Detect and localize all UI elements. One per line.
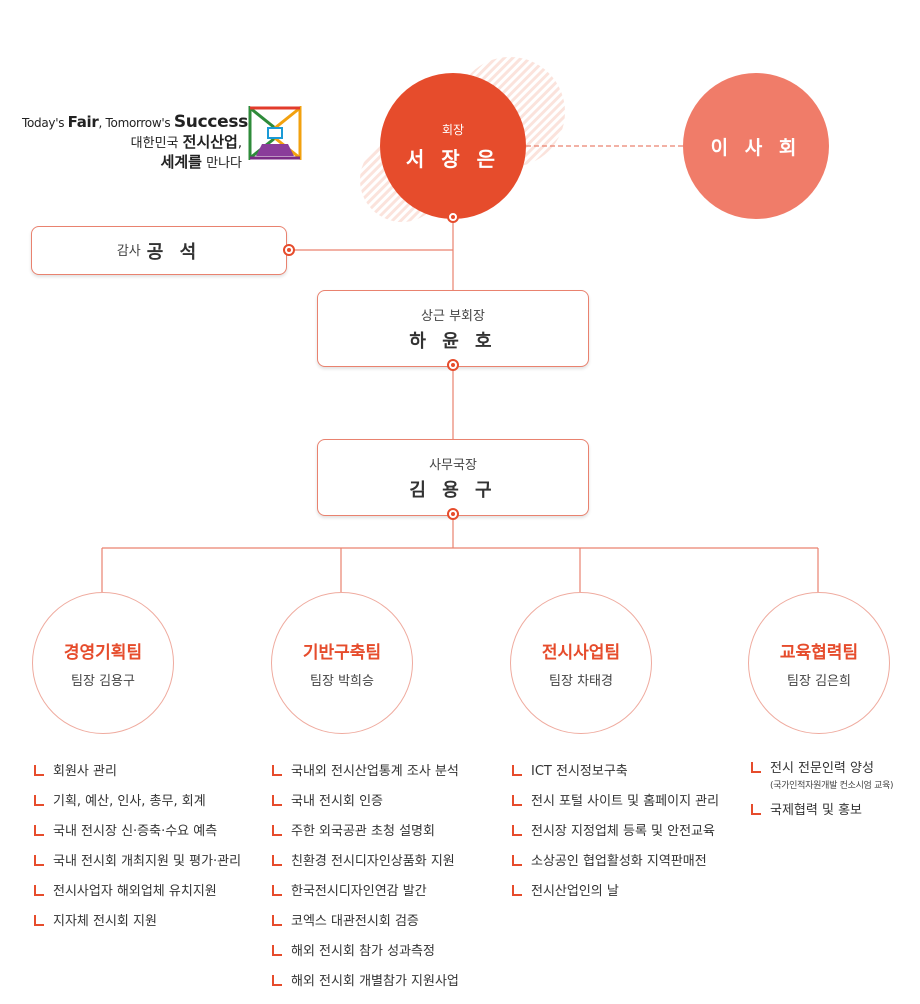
corner-bullet-icon (34, 795, 44, 806)
corner-bullet-icon (512, 825, 522, 836)
chairman-name: 서 장 은 (405, 146, 501, 171)
corner-bullet-icon (751, 762, 761, 773)
duty-item: 소상공인 협업활성화 지역판매전 (512, 854, 719, 884)
duty-item: 국내 전시장 신·증축·수요 예측 (34, 824, 241, 854)
duty-list-exhibition-business: ICT 전시정보구축 전시 포털 사이트 및 홈페이지 관리 전시장 지정업체 … (512, 764, 719, 914)
corner-bullet-icon (512, 855, 522, 866)
secretary-general-role: 사무국장 (429, 457, 477, 473)
team-node-education-cooperation: 교육협력팀 팀장 김은희 (748, 592, 890, 734)
team-leader: 팀장 김은희 (787, 673, 851, 689)
corner-bullet-icon (272, 855, 282, 866)
duty-item: 친환경 전시디자인상품화 지원 (272, 854, 459, 884)
board-node: 이 사 회 (683, 73, 829, 219)
duty-item: 국내 전시회 개최지원 및 평가·관리 (34, 854, 241, 884)
duty-item: 전시산업인의 날 (512, 884, 719, 914)
duty-list-infrastructure: 국내외 전시산업통계 조사 분석 국내 전시회 인증 주한 외국공관 초청 설명… (272, 764, 459, 1004)
exhibition-logo-icon (248, 106, 302, 160)
corner-bullet-icon (272, 945, 282, 956)
corner-bullet-icon (512, 765, 522, 776)
slogan-line-1: Today's Fair, Tomorrow's Success (22, 112, 248, 132)
slogan-line-2: 대한민국 전시산업, (130, 133, 242, 152)
chairman-node: 회장 서 장 은 (380, 73, 526, 219)
duty-item: 해외 전시회 참가 성과측정 (272, 944, 459, 974)
duty-item: 지자체 전시회 지원 (34, 914, 241, 944)
auditor-role: 감사 (116, 243, 141, 259)
duty-item: 국제협력 및 홍보 (751, 803, 893, 833)
secretary-general-node: 사무국장 김 용 구 (317, 439, 589, 516)
team-name: 교육협력팀 (779, 642, 859, 663)
slogan-line-3: 세계를 만나다 (160, 152, 242, 171)
duty-item: 코엑스 대관전시회 검증 (272, 914, 459, 944)
team-node-exhibition-business: 전시사업팀 팀장 차태경 (510, 592, 652, 734)
team-name: 기반구축팀 (302, 642, 382, 663)
team-leader: 팀장 차태경 (549, 673, 613, 689)
duty-list-education-cooperation: 전시 전문인력 양성(국가인적자원개발 컨소시엄 교육) 국제협력 및 홍보 (751, 761, 894, 833)
corner-bullet-icon (34, 855, 44, 866)
corner-bullet-icon (272, 915, 282, 926)
secretary-general-name: 김 용 구 (409, 479, 497, 501)
corner-bullet-icon (272, 795, 282, 806)
corner-bullet-icon (34, 765, 44, 776)
team-node-infrastructure: 기반구축팀 팀장 박희승 (271, 592, 413, 734)
board-name: 이 사 회 (710, 136, 802, 159)
corner-bullet-icon (34, 825, 44, 836)
duty-item: 전시사업자 해외업체 유치지원 (34, 884, 241, 914)
duty-list-planning: 회원사 관리 기획, 예산, 인사, 총무, 회계 국내 전시장 신·증축·수요… (34, 764, 241, 944)
duty-item: 국내 전시회 인증 (272, 794, 459, 824)
duty-item: ICT 전시정보구축 (512, 764, 719, 794)
team-name: 경영기획팀 (63, 642, 143, 663)
corner-bullet-icon (512, 885, 522, 896)
vice-chairman-name: 하 윤 호 (409, 330, 497, 352)
corner-bullet-icon (272, 825, 282, 836)
connector-dot-secretary-general (447, 508, 459, 520)
corner-bullet-icon (751, 804, 761, 815)
corner-bullet-icon (272, 975, 282, 986)
duty-item: 국내외 전시산업통계 조사 분석 (272, 764, 459, 794)
corner-bullet-icon (272, 765, 282, 776)
connector-dot-vice-chairman (447, 359, 459, 371)
duty-item: 회원사 관리 (34, 764, 241, 794)
corner-bullet-icon (34, 915, 44, 926)
auditor-node: 감사 공 석 (31, 226, 287, 275)
duty-item: 해외 전시회 개별참가 지원사업 (272, 974, 459, 1004)
duty-item: 전시장 지정업체 등록 및 안전교육 (512, 824, 719, 854)
vice-chairman-node: 상근 부회장 하 윤 호 (317, 290, 589, 367)
duty-item: 전시 포털 사이트 및 홈페이지 관리 (512, 794, 719, 824)
chairman-role: 회장 (441, 122, 465, 137)
auditor-name: 공 석 (146, 241, 202, 263)
team-leader: 팀장 김용구 (71, 673, 135, 689)
duty-item: 주한 외국공관 초청 설명회 (272, 824, 459, 854)
corner-bullet-icon (512, 795, 522, 806)
duty-item: 한국전시디자인연감 발간 (272, 884, 459, 914)
duty-item: 전시 전문인력 양성(국가인적자원개발 컨소시엄 교육) (751, 761, 894, 803)
slogan: Today's Fair, Tomorrow's Success 대한민국 전시… (22, 112, 248, 172)
team-leader: 팀장 박희승 (310, 673, 374, 689)
connector-dot-auditor (283, 244, 295, 256)
duty-item: 기획, 예산, 인사, 총무, 회계 (34, 794, 241, 824)
corner-bullet-icon (34, 885, 44, 896)
connector-dot-chairman (447, 211, 459, 223)
team-node-planning: 경영기획팀 팀장 김용구 (32, 592, 174, 734)
corner-bullet-icon (272, 885, 282, 896)
team-name: 전시사업팀 (541, 642, 621, 663)
vice-chairman-role: 상근 부회장 (421, 308, 485, 324)
